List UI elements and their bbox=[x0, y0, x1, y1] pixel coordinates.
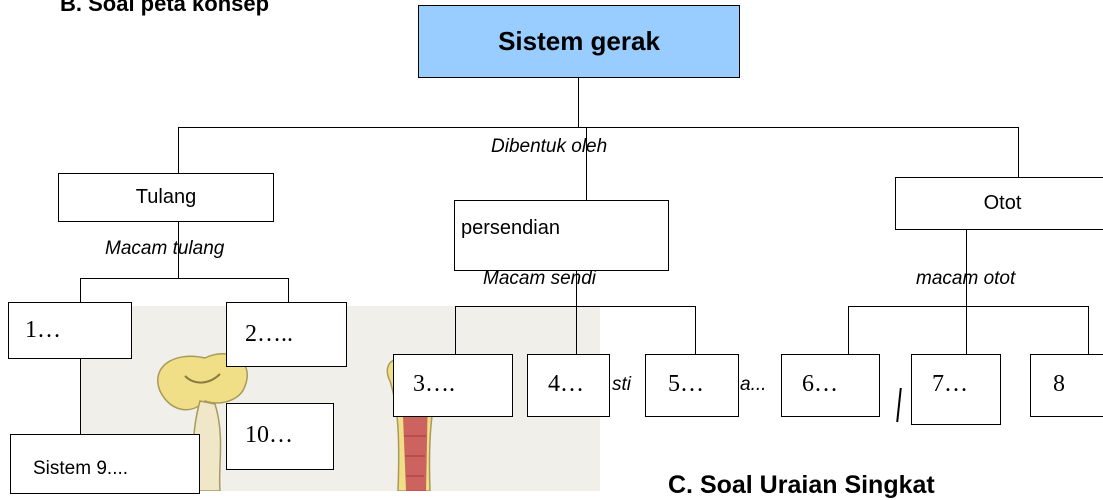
stray-tick-mark bbox=[896, 388, 902, 422]
connector-to-blank1 bbox=[80, 278, 81, 304]
connector-root-down bbox=[578, 78, 579, 128]
connector-tulang-horizontal bbox=[80, 278, 288, 279]
connector-to-tulang bbox=[178, 127, 179, 173]
link-label-macam-sendi: Macam sendi bbox=[483, 268, 596, 289]
blank-box-4[interactable]: 4… bbox=[527, 354, 610, 417]
connector-level1-horizontal bbox=[178, 127, 1018, 128]
link-label-macam-tulang: Macam tulang bbox=[105, 238, 225, 259]
link-label-dibentuk: Dibentuk oleh bbox=[491, 136, 608, 157]
connector-tulang-down bbox=[178, 222, 179, 279]
connector-to-otot bbox=[1018, 127, 1019, 177]
overlap-fragment-left: sti bbox=[612, 374, 631, 395]
blank-box-10[interactable]: 10… bbox=[226, 403, 334, 470]
connector-blank1-to-blank9 bbox=[80, 359, 81, 435]
blank-box-2[interactable]: 2….. bbox=[226, 302, 347, 367]
blank-box-1[interactable]: 1… bbox=[8, 302, 132, 359]
connector-to-blank8 bbox=[1088, 306, 1089, 354]
connector-otot-horizontal bbox=[848, 306, 1088, 307]
concept-box-otot: Otot bbox=[895, 177, 1103, 230]
blank-label-1: 1… bbox=[25, 317, 61, 343]
blank-label-2: 2….. bbox=[245, 321, 293, 347]
connector-persendian-down bbox=[576, 271, 577, 322]
blank-label-5: 5… bbox=[668, 371, 704, 397]
blank-box-8[interactable]: 8 bbox=[1030, 354, 1103, 417]
root-concept-box: Sistem gerak bbox=[418, 5, 740, 78]
connector-to-blank5 bbox=[695, 306, 696, 354]
connector-to-blank4 bbox=[576, 306, 577, 354]
blank-box-7[interactable]: 7… bbox=[911, 354, 1001, 425]
overlap-fragment-right: a... bbox=[740, 374, 767, 395]
blank-label-9: Sistem 9.... bbox=[33, 458, 129, 479]
root-concept-label: Sistem gerak bbox=[498, 26, 660, 56]
blank-box-9[interactable]: Sistem 9.... bbox=[10, 434, 200, 494]
link-label-macam-otot: macam otot bbox=[916, 268, 1016, 289]
concept-label-persendian: persendian bbox=[461, 217, 560, 239]
blank-box-5[interactable]: 5… bbox=[645, 354, 739, 417]
blank-label-6: 6… bbox=[802, 371, 838, 397]
concept-label-tulang: Tulang bbox=[135, 186, 197, 208]
blank-box-6[interactable]: 6… bbox=[781, 354, 880, 417]
blank-label-3: 3…. bbox=[413, 371, 455, 397]
section-c-heading: C. Soal Uraian Singkat bbox=[668, 471, 935, 499]
connector-sendi-horizontal bbox=[455, 306, 695, 307]
concept-box-persendian: persendian bbox=[454, 200, 669, 271]
section-b-heading: B. Soal peta konsep bbox=[60, 0, 270, 16]
connector-to-blank6 bbox=[848, 306, 849, 354]
connector-to-persendian bbox=[586, 127, 587, 200]
connector-to-blank3 bbox=[455, 306, 456, 354]
concept-label-otot: Otot bbox=[983, 192, 1022, 214]
blank-label-7: 7… bbox=[932, 371, 968, 397]
blank-label-4: 4… bbox=[548, 371, 584, 397]
blank-label-8: 8 bbox=[1053, 371, 1065, 397]
connector-to-blank2 bbox=[288, 278, 289, 304]
blank-box-3[interactable]: 3…. bbox=[393, 354, 513, 417]
concept-box-tulang: Tulang bbox=[58, 173, 274, 222]
connector-otot-down bbox=[966, 230, 967, 354]
blank-label-10: 10… bbox=[245, 422, 293, 448]
